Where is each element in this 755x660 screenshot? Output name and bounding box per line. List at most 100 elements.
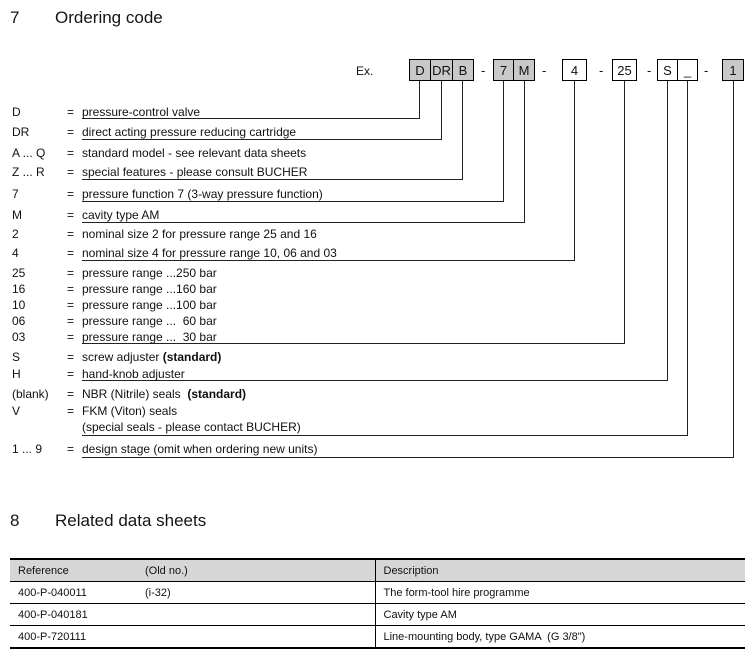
code-label: 25 bbox=[12, 266, 26, 280]
code-box-s: S bbox=[657, 59, 678, 81]
code-label: M bbox=[12, 208, 22, 222]
code-description: pressure range ... 30 bar bbox=[82, 330, 217, 344]
code-box-d: D bbox=[409, 59, 431, 81]
code-label: D bbox=[12, 105, 21, 119]
separator-dash: - bbox=[599, 63, 604, 78]
ordering-row: (special seals - please contact BUCHER) bbox=[0, 421, 755, 434]
header-reference: Reference bbox=[18, 564, 69, 577]
separator-dash: - bbox=[647, 63, 652, 78]
section-number: 7 bbox=[10, 8, 20, 27]
code-label: 7 bbox=[12, 187, 19, 201]
ordering-row: S = screw adjuster (standard) bbox=[0, 351, 755, 364]
code-box-4: 4 bbox=[562, 59, 587, 81]
table-row: 400-P-040181 Cavity type AM bbox=[10, 603, 745, 626]
equals-sign: = bbox=[67, 404, 75, 418]
cell-reference: 400-P-040011 bbox=[18, 586, 87, 599]
code-label: (blank) bbox=[12, 387, 49, 401]
separator-dash: - bbox=[481, 63, 486, 78]
ordering-row: 25 = pressure range ...250 bar bbox=[0, 267, 755, 280]
table-row: 400-P-720111 Line-mounting body, type GA… bbox=[10, 625, 745, 649]
code-label: 10 bbox=[12, 298, 26, 312]
ordering-row: D = pressure-control valve bbox=[0, 106, 755, 119]
ordering-row: DR = direct acting pressure reducing car… bbox=[0, 126, 755, 139]
equals-sign: = bbox=[67, 125, 75, 139]
code-label: 1 ... 9 bbox=[12, 442, 43, 456]
code-box-group-pressure: 25 bbox=[612, 59, 637, 81]
code-description: nominal size 2 for pressure range 25 and… bbox=[82, 227, 317, 241]
equals-sign: = bbox=[67, 165, 75, 179]
code-box-blank: _ bbox=[677, 59, 698, 81]
equals-sign: = bbox=[67, 282, 75, 296]
equals-sign: = bbox=[67, 350, 75, 364]
equals-sign: = bbox=[67, 227, 75, 241]
code-description: FKM (Viton) seals bbox=[82, 404, 178, 418]
header-old-no: (Old no.) bbox=[145, 564, 188, 577]
equals-sign: = bbox=[67, 298, 75, 312]
equals-sign: = bbox=[67, 442, 75, 456]
code-description: (special seals - please contact BUCHER) bbox=[82, 420, 301, 434]
equals-sign: = bbox=[67, 187, 75, 201]
code-description: pressure range ...250 bar bbox=[82, 266, 217, 280]
equals-sign: = bbox=[67, 387, 75, 401]
table-header-row: Reference (Old no.) Description bbox=[10, 559, 745, 582]
equals-sign: = bbox=[67, 367, 75, 381]
related-data-sheets-table: Reference (Old no.) Description 400-P-04… bbox=[10, 558, 745, 649]
ordering-row: M = cavity type AM bbox=[0, 209, 755, 222]
ordering-row: 03 = pressure range ... 30 bar bbox=[0, 331, 755, 344]
code-label: 03 bbox=[12, 330, 26, 344]
code-description: standard model - see relevant data sheet… bbox=[82, 146, 307, 160]
ordering-row: 4 = nominal size 4 for pressure range 10… bbox=[0, 247, 755, 260]
code-label: V bbox=[12, 404, 21, 418]
code-description: pressure range ...160 bar bbox=[82, 282, 217, 296]
equals-sign: = bbox=[67, 314, 75, 328]
code-box-group-adjuster-seal: S _ bbox=[657, 59, 698, 81]
code-label: Z ... R bbox=[12, 165, 45, 179]
code-description: pressure range ...100 bar bbox=[82, 298, 217, 312]
code-description-bold: (standard) bbox=[162, 350, 222, 364]
code-box-group-stage: 1 bbox=[722, 59, 744, 81]
code-label: 16 bbox=[12, 282, 26, 296]
code-label: S bbox=[12, 350, 21, 364]
section-title: Ordering code bbox=[55, 8, 163, 27]
code-label: DR bbox=[12, 125, 30, 139]
code-box-group-size: 4 bbox=[562, 59, 587, 81]
cell-old-no bbox=[140, 604, 375, 626]
code-box-m: M bbox=[513, 59, 535, 81]
code-description: special features - please consult BUCHER bbox=[82, 165, 308, 179]
code-description: direct acting pressure reducing cartridg… bbox=[82, 125, 297, 139]
code-description: nominal size 4 for pressure range 10, 06… bbox=[82, 246, 337, 260]
cell-description: Line-mounting body, type GAMA (G 3/8") bbox=[374, 625, 745, 648]
ordering-row: H = hand-knob adjuster bbox=[0, 368, 755, 381]
ordering-row: 1 ... 9 = design stage (omit when orderi… bbox=[0, 443, 755, 456]
ordering-row: 06 = pressure range ... 60 bar bbox=[0, 315, 755, 328]
cell-reference: 400-P-040181 bbox=[18, 608, 88, 621]
code-description: pressure-control valve bbox=[82, 105, 201, 119]
equals-sign: = bbox=[67, 330, 75, 344]
ordering-row: 10 = pressure range ...100 bar bbox=[0, 299, 755, 312]
ordering-row: Z ... R = special features - please cons… bbox=[0, 166, 755, 179]
example-label: Ex. bbox=[356, 64, 374, 78]
section-title: Related data sheets bbox=[55, 511, 207, 530]
equals-sign: = bbox=[67, 266, 75, 280]
cell-old-no bbox=[140, 626, 375, 649]
ordering-row: V = FKM (Viton) seals bbox=[0, 405, 755, 418]
ordering-row: A ... Q = standard model - see relevant … bbox=[0, 147, 755, 160]
header-description: Description bbox=[374, 559, 745, 582]
ordering-row: (blank) = NBR (Nitrile) seals (standard) bbox=[0, 388, 755, 401]
code-description: hand-knob adjuster bbox=[82, 367, 185, 381]
code-description: design stage (omit when ordering new uni… bbox=[82, 442, 318, 456]
cell-description: The form-tool hire programme bbox=[374, 581, 745, 604]
code-box-25: 25 bbox=[612, 59, 637, 81]
code-description-bold: (standard) bbox=[187, 387, 247, 401]
code-description: pressure range ... 60 bar bbox=[82, 314, 217, 328]
cell-reference: 400-P-720111 bbox=[18, 630, 87, 643]
ordering-row: 16 = pressure range ...160 bar bbox=[0, 283, 755, 296]
table-row: 400-P-040011 (i-32) The form-tool hire p… bbox=[10, 581, 745, 604]
equals-sign: = bbox=[67, 105, 75, 119]
code-label: 06 bbox=[12, 314, 26, 328]
equals-sign: = bbox=[67, 146, 75, 160]
code-box-7: 7 bbox=[493, 59, 514, 81]
code-description: screw adjuster bbox=[82, 350, 163, 364]
equals-sign: = bbox=[67, 208, 75, 222]
code-label: H bbox=[12, 367, 21, 381]
